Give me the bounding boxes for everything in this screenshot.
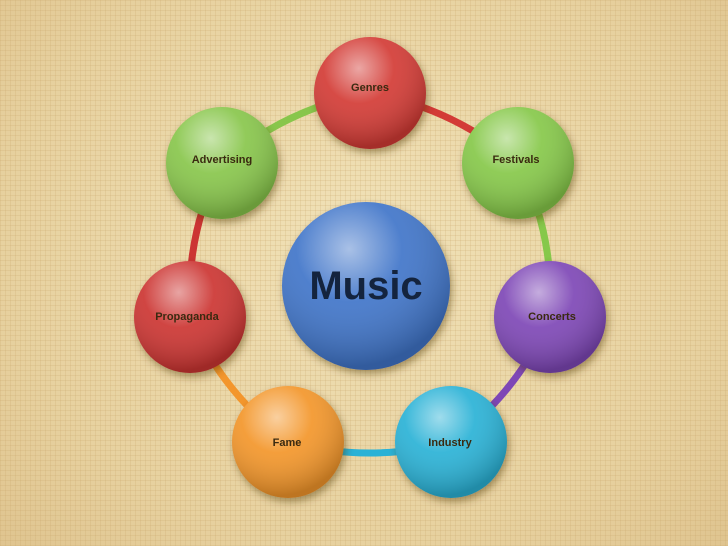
center-label: Music bbox=[309, 264, 422, 308]
node-fame: Fame bbox=[232, 386, 344, 498]
center-node: Music bbox=[282, 202, 450, 370]
node-propaganda: Propaganda bbox=[134, 261, 246, 373]
node-shine bbox=[395, 386, 507, 498]
node-shine bbox=[314, 37, 426, 149]
node-label: Propaganda bbox=[155, 311, 219, 323]
node-label: Festivals bbox=[492, 154, 539, 166]
node-advertising: Advertising bbox=[166, 107, 278, 219]
node-label: Concerts bbox=[528, 311, 576, 323]
node-shine bbox=[134, 261, 246, 373]
node-shine bbox=[494, 261, 606, 373]
node-festivals: Festivals bbox=[462, 107, 574, 219]
node-concerts: Concerts bbox=[494, 261, 606, 373]
node-shine bbox=[166, 107, 278, 219]
node-label: Industry bbox=[428, 437, 472, 449]
node-label: Advertising bbox=[192, 154, 253, 166]
center-shine bbox=[282, 202, 450, 370]
node-label: Genres bbox=[351, 82, 389, 94]
node-shine bbox=[232, 386, 344, 498]
node-genres: Genres bbox=[314, 37, 426, 149]
node-shine bbox=[462, 107, 574, 219]
node-label: Fame bbox=[273, 437, 302, 449]
node-industry: Industry bbox=[395, 386, 507, 498]
